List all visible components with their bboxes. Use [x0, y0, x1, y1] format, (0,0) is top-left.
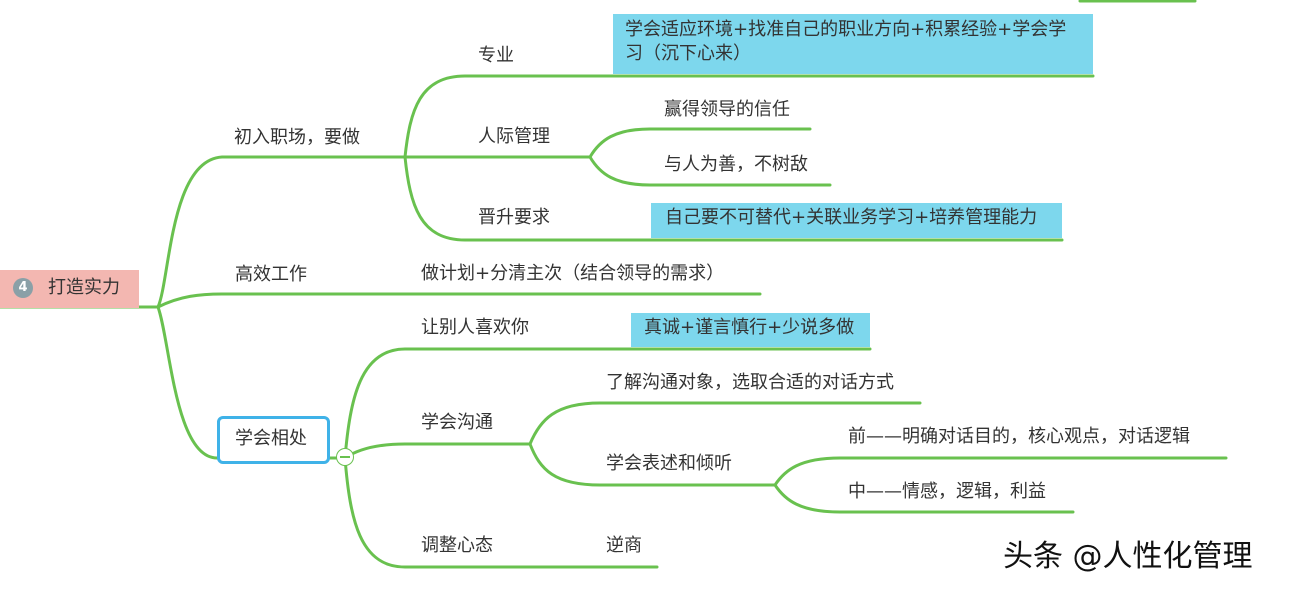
node-express[interactable]: 学会表述和倾听	[606, 453, 732, 474]
professional-note-text: 学会适应环境+找准自己的职业方向+积累经验+学会学习（沉下心来）	[625, 19, 1067, 64]
node-efficient[interactable]: 高效工作	[235, 264, 307, 285]
connector-before	[773, 456, 1228, 487]
root-node-label: 打造实力	[48, 277, 120, 298]
node-during[interactable]: 中——情感，逻辑，利益	[848, 481, 1046, 502]
node-get-along-selection[interactable]	[217, 416, 330, 464]
root-node[interactable]: 4 打造实力	[0, 270, 139, 308]
node-kind[interactable]: 与人为善，不树敌	[664, 154, 808, 175]
connector-know-target	[528, 401, 922, 446]
connector-work-start	[156, 155, 382, 309]
node-professional[interactable]: 专业	[478, 45, 514, 66]
node-promotion[interactable]: 晋升要求	[478, 207, 550, 228]
node-liked-note[interactable]: 真诚+谨言慎行+少说多做	[631, 313, 870, 347]
node-communicate[interactable]: 学会沟通	[421, 412, 493, 433]
node-trust[interactable]: 赢得领导的信任	[664, 99, 790, 120]
node-efficient-note[interactable]: 做计划+分清主次（结合领导的需求）	[421, 263, 725, 284]
connector-efficient	[156, 292, 762, 309]
connector-mindset	[343, 456, 659, 569]
watermark: 头条 @人性化管理	[1003, 539, 1253, 574]
node-get-along[interactable]: 学会相处	[235, 428, 307, 449]
liked-note-text: 真诚+谨言慎行+少说多做	[644, 317, 855, 338]
node-relations[interactable]: 人际管理	[478, 126, 550, 147]
connector-liked	[343, 347, 872, 460]
node-liked[interactable]: 让别人喜欢你	[421, 317, 529, 338]
node-work-start[interactable]: 初入职场，要做	[234, 127, 360, 148]
node-promotion-note[interactable]: 自己要不可替代+关联业务学习+培养管理能力	[651, 203, 1062, 238]
connector-express	[528, 442, 777, 487]
promotion-note-text: 自己要不可替代+关联业务学习+培养管理能力	[665, 207, 1038, 228]
priority-badge-icon: 4	[13, 278, 33, 298]
connector-promotion	[403, 155, 1064, 242]
node-professional-note[interactable]: 学会适应环境+找准自己的职业方向+积累经验+学会学习（沉下心来）	[613, 14, 1093, 74]
node-mindset-note[interactable]: 逆商	[606, 535, 642, 556]
collapse-toggle-icon[interactable]	[336, 448, 354, 466]
node-know-target[interactable]: 了解沟通对象，选取合适的对话方式	[606, 372, 894, 393]
node-before[interactable]: 前——明确对话目的，核心观点，对话逻辑	[848, 426, 1190, 447]
connector-communicate	[343, 442, 532, 460]
node-mindset[interactable]: 调整心态	[421, 535, 493, 556]
connector-during	[773, 483, 1075, 514]
connector-trust	[588, 127, 812, 159]
connector-kind	[588, 155, 832, 187]
connector-get-along	[156, 305, 219, 460]
connector-professional	[403, 74, 1095, 159]
